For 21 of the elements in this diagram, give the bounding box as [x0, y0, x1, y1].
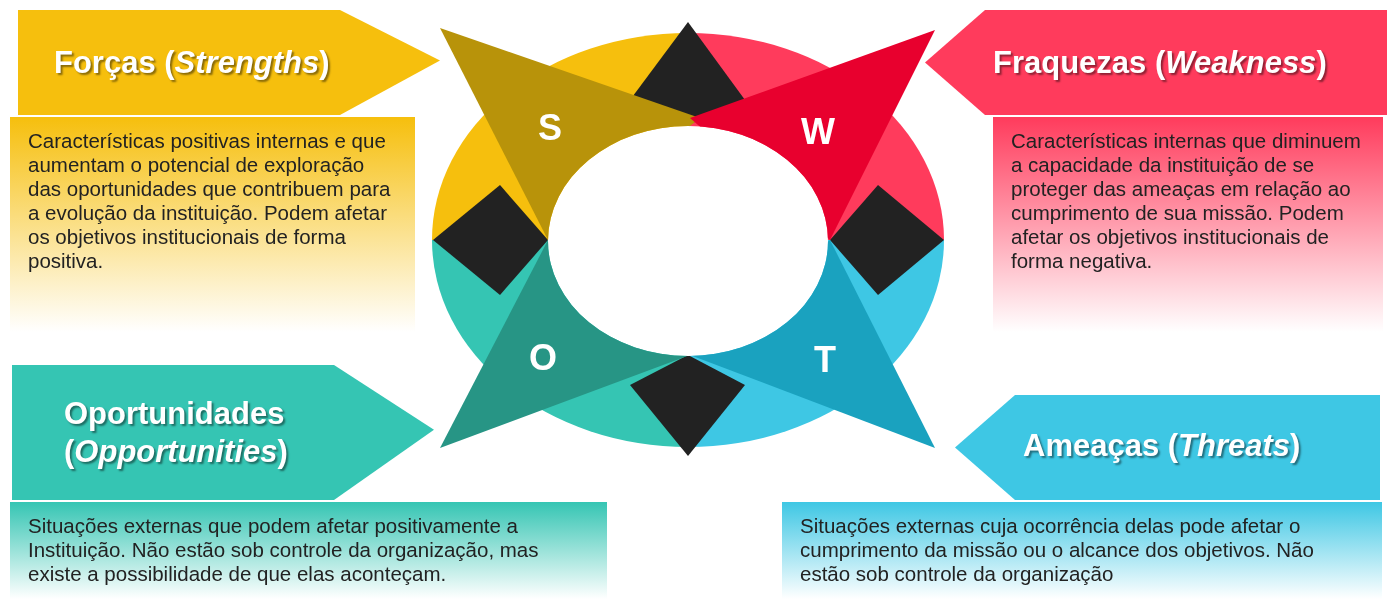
description-card [993, 117, 1383, 332]
description-card [782, 502, 1382, 599]
description-text: Características positivas internas e que aumentam o potencial de exploração das oportunidades que contribuem para a evolução da instituição. Podem afetar os objetivos institucionais de forma positiva. [28, 129, 392, 273]
point-letter: S [538, 107, 562, 149]
description-text: Situações externas cuja ocorrência delas pode afetar o cumprimento da missão ou o alcance dos objetivos. Não estão sob controle da organização [800, 514, 1315, 586]
arrow-banner [925, 10, 1387, 115]
compass-point [690, 30, 935, 240]
arrow-banner [955, 395, 1380, 500]
description-card [10, 117, 415, 332]
heading: Ameaças (Threats) [1023, 427, 1302, 465]
heading: Oportunidades (Opportunities) [64, 395, 289, 471]
description-text: Situações externas que podem afetar positivamente a Instituição. Não estão sob controle da organização, mas existe a possibilidade de que elas aconteçam. [28, 514, 540, 586]
description-card [10, 502, 607, 599]
arrow-banner [18, 10, 440, 115]
heading: Forças (Strengths) [54, 44, 331, 82]
heading: Fraquezas (Weakness) [993, 44, 1328, 82]
point-letter: W [801, 111, 835, 153]
point-letter: O [529, 337, 557, 379]
arrow-banner [12, 365, 434, 500]
point-letter: T [814, 339, 836, 381]
description-text: Características internas que diminuem a capacidade da instituição de se proteger das ameaças em relação ao cumprimento de sua missão. Podem afetar os objetivos institucionais de forma negativa. [1011, 129, 1362, 273]
